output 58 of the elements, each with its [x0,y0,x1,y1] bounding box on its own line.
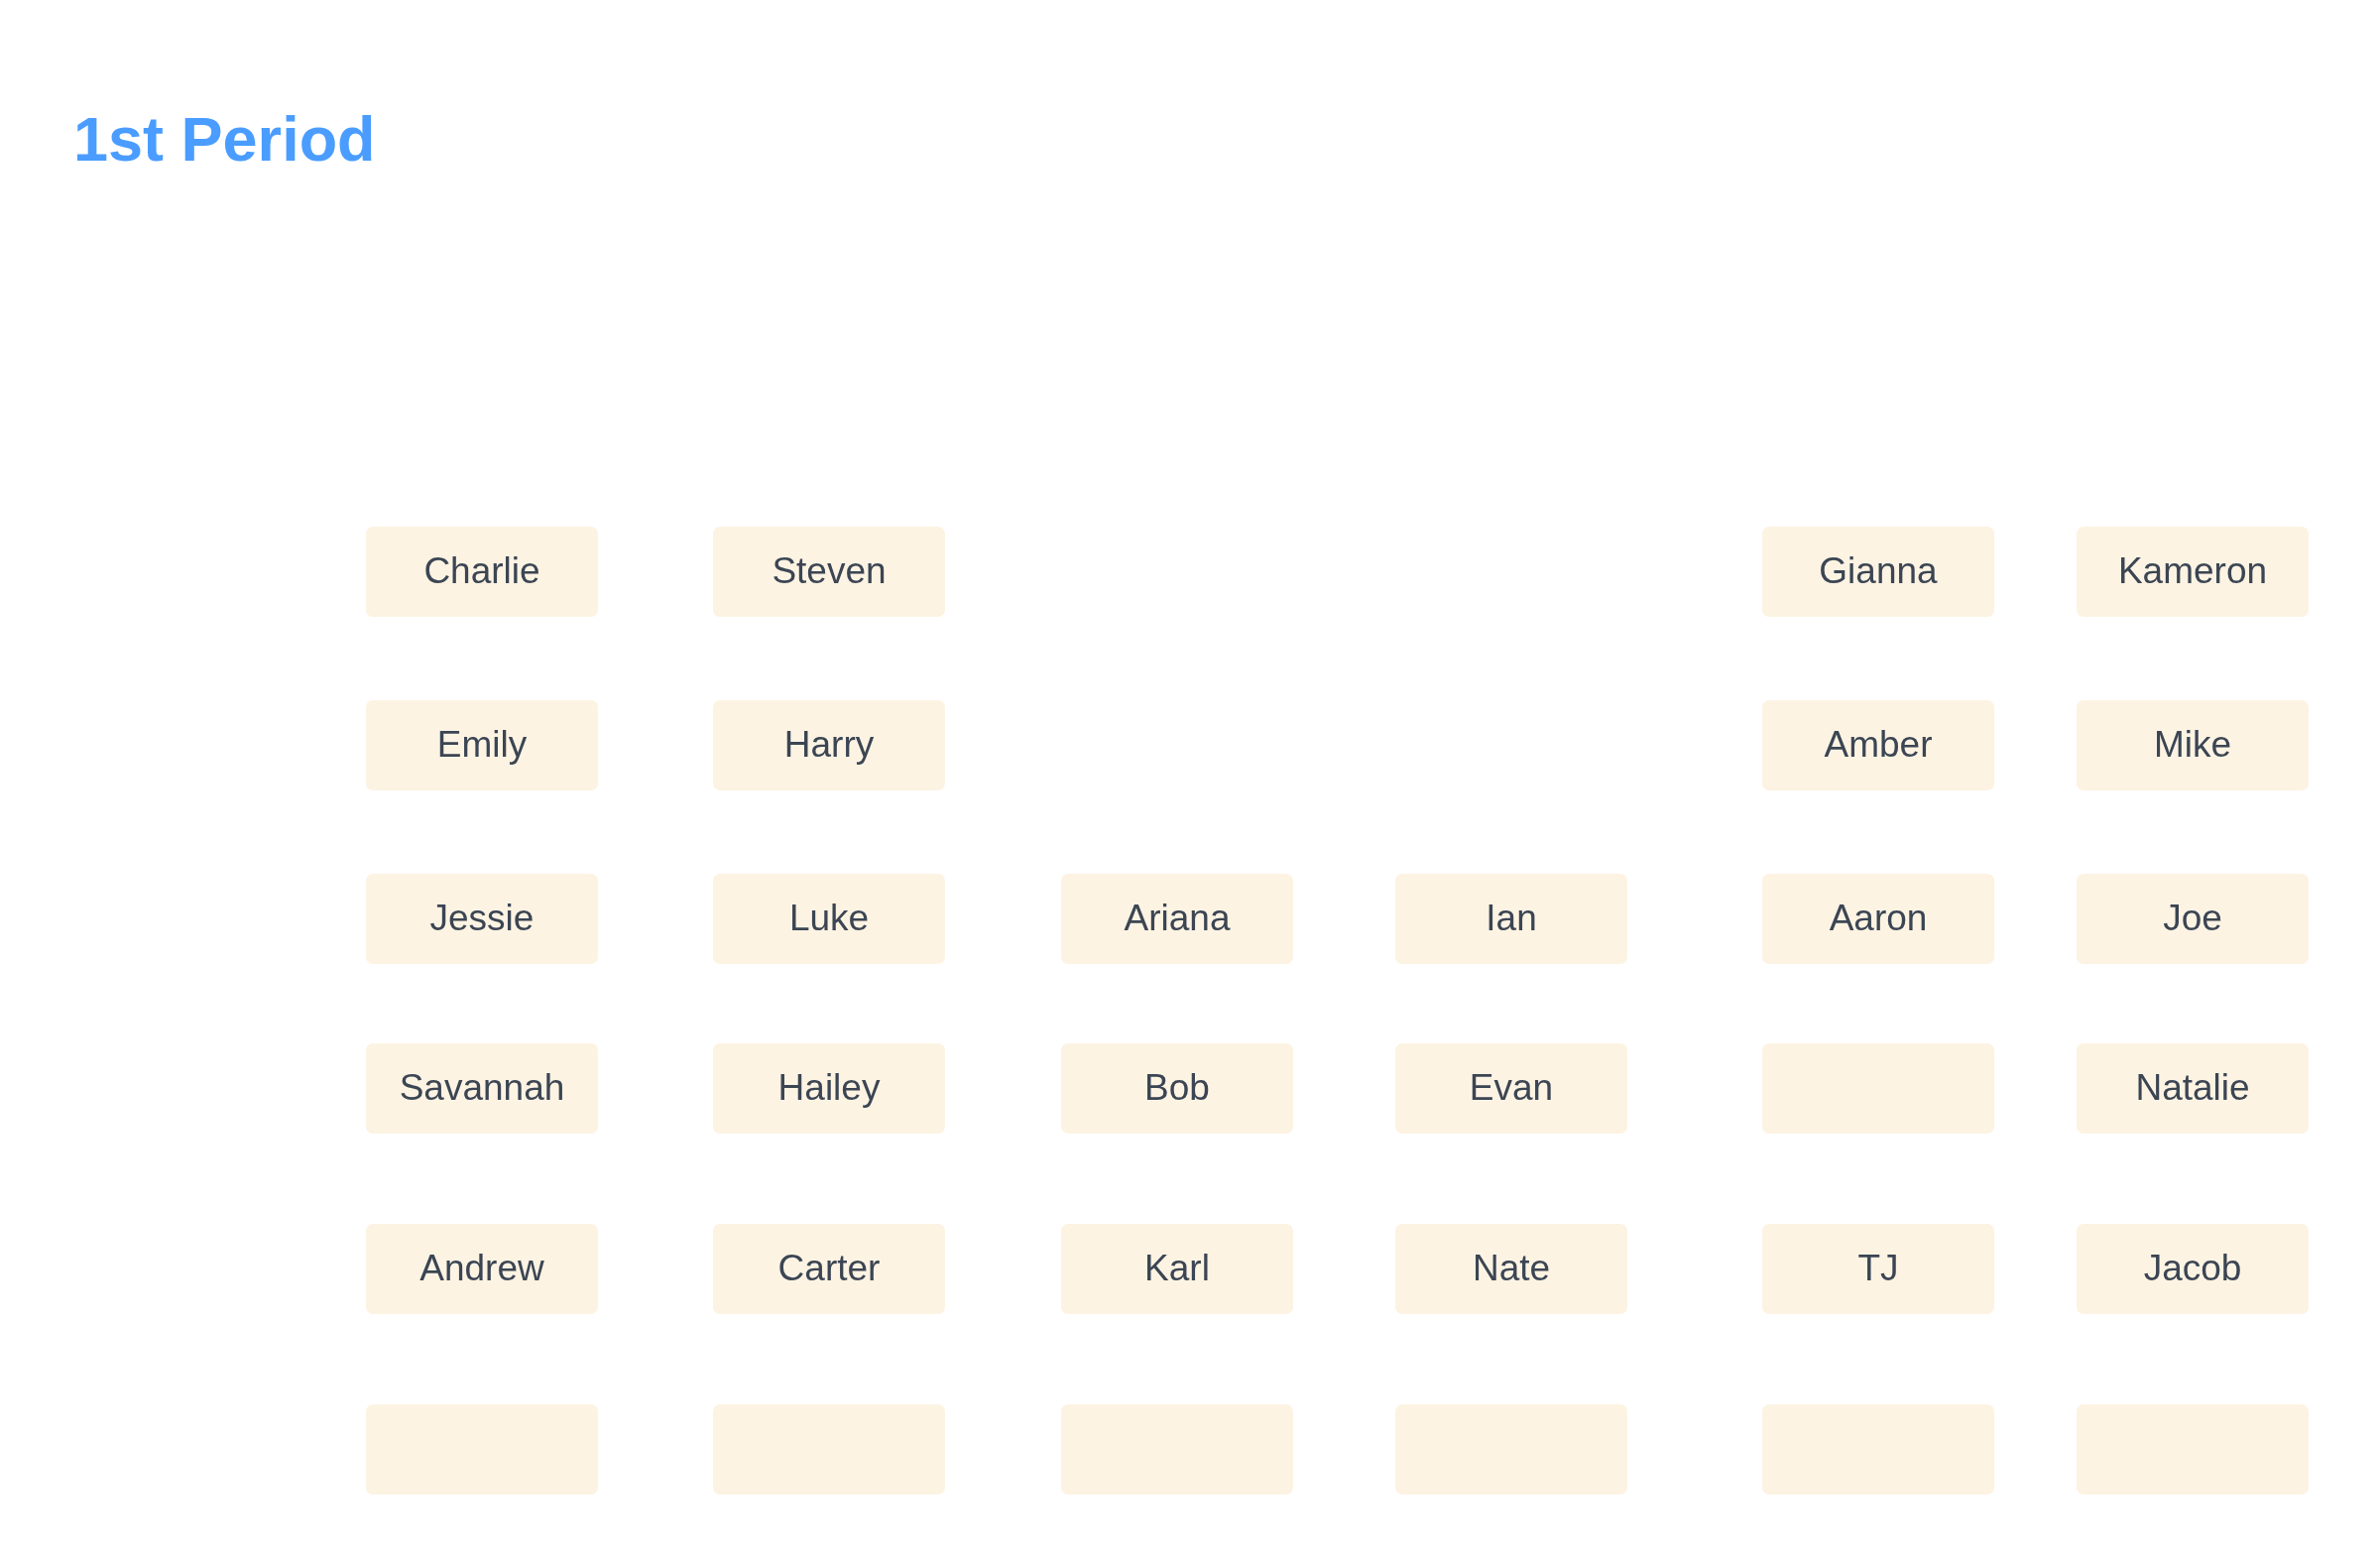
seat-box [366,874,598,964]
student-name: Jacob [2143,1249,2242,1289]
seat-box [1061,1043,1293,1134]
student-name: Hailey [777,1068,881,1109]
seat-box [2077,527,2309,617]
student-name: Joe [2163,899,2222,939]
student-name: Luke [788,899,870,939]
student-name: Bob [1144,1068,1210,1109]
student-name: Savannah [399,1068,565,1109]
empty-seat-box [1395,1404,1627,1495]
seat-box [713,874,945,964]
empty-seat-box [1061,1404,1293,1495]
student-name: Ian [1486,899,1537,939]
student-name: Mike [2153,725,2232,766]
seat-box [1762,527,1994,617]
seat-box [1762,874,1994,964]
student-name: Charlie [423,551,540,592]
student-name: Natalie [2135,1068,2250,1109]
student-name: Kameron [2117,551,2268,592]
student-name: Evan [1469,1068,1554,1109]
student-name: Emily [436,725,528,766]
seat-box [2077,1224,2309,1314]
student-name: Gianna [1819,551,1938,592]
seat-box [713,527,945,617]
seat-box [1061,874,1293,964]
seat-box [1762,1224,1994,1314]
seat-box [366,527,598,617]
seat-box [1395,1224,1627,1314]
empty-seat-box [1762,1404,1994,1495]
page-title: 1st Period [73,105,376,175]
seat-box [366,700,598,790]
seat-box [1762,700,1994,790]
seat-box [713,700,945,790]
seat-box [713,1224,945,1314]
student-name: Steven [772,551,887,592]
seat-box [1395,1043,1627,1134]
student-name: Andrew [419,1249,544,1289]
student-name: Carter [777,1249,881,1289]
seat-box [366,1224,598,1314]
student-name: Amber [1824,725,1933,766]
seat-box [2077,1043,2309,1134]
student-name: Aaron [1829,899,1928,939]
seat-box [2077,874,2309,964]
seat-box [713,1043,945,1134]
student-name: Harry [783,725,875,766]
student-name: Jessie [429,899,535,939]
seat-box [1061,1224,1293,1314]
student-name: TJ [1857,1249,1899,1289]
empty-seat-box [713,1404,945,1495]
empty-seat-box [2077,1404,2309,1495]
student-name: Karl [1144,1249,1210,1289]
seat-box [1395,874,1627,964]
seat-box [2077,700,2309,790]
empty-seat-box [366,1404,598,1495]
empty-seat-box [1762,1043,1994,1134]
student-name: Nate [1472,1249,1551,1289]
student-name: Ariana [1124,899,1231,939]
seat-box [366,1043,598,1134]
